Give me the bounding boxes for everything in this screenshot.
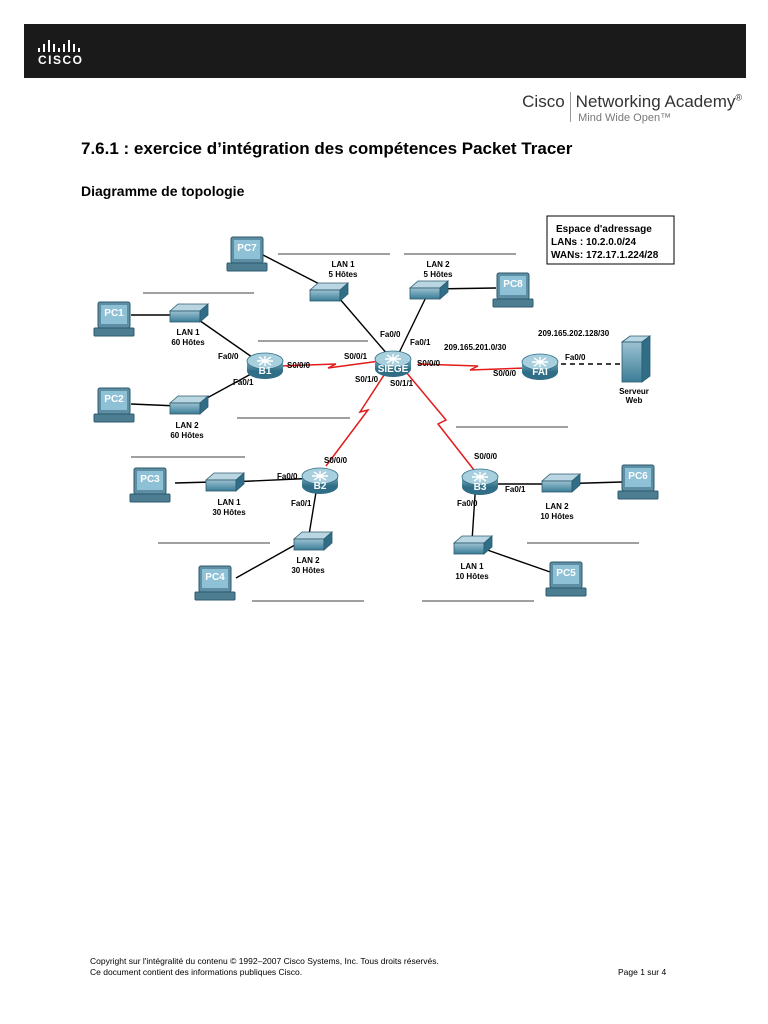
b1-lan1-hosts: 60 Hôtes: [171, 338, 205, 347]
router-b1: B1: [246, 352, 284, 380]
b2-s000-port: S0/0/0: [324, 456, 348, 465]
b2-fa01-port: Fa0/1: [291, 499, 312, 508]
router-b2: B2: [301, 467, 339, 495]
address-space-box: Espace d'adressage LANs : 10.2.0.0/24 WA…: [546, 215, 675, 265]
b2-lan1-hosts: 30 Hôtes: [212, 508, 246, 517]
switch-siege-lan1: [309, 282, 349, 302]
b1-fa01-port: Fa0/1: [233, 378, 254, 387]
pc6-computer: PC6: [617, 464, 659, 500]
pc4-label: PC4: [205, 572, 225, 583]
section-heading: Diagramme de topologie: [81, 183, 245, 199]
switch-siege-lan2: [409, 280, 449, 300]
siege-s011-port: S0/1/1: [390, 379, 414, 388]
cisco-wordmark: CISCO: [38, 53, 84, 67]
pc2-computer: PC2: [93, 387, 135, 423]
blank-lines: [131, 253, 639, 602]
address-box-wans: WANs: 172.17.1.224/28: [551, 250, 659, 261]
siege-s010-port: S0/1/0: [355, 375, 379, 384]
b3-lan2-name: LAN 2: [545, 502, 569, 511]
server-label: Serveur: [619, 387, 649, 396]
b1-s000-port: S0/0/0: [287, 361, 311, 370]
document-title: 7.6.1 : exercice d’intégration des compé…: [81, 139, 573, 158]
port-labels: Fa0/0 Fa0/1 S0/0/1 S0/0/0 S0/1/0 S0/1/1 …: [218, 330, 586, 508]
pc1-computer: PC1: [93, 301, 135, 337]
pc8-computer: PC8: [492, 272, 534, 308]
switch-b2-lan1: [205, 472, 245, 492]
fai-s000-port: S0/0/0: [493, 369, 517, 378]
pc5-computer: PC5: [545, 561, 587, 597]
cisco-logo: CISCO: [38, 36, 108, 70]
siege-lan1-name: LAN 1: [331, 260, 355, 269]
b2-label: B2: [314, 481, 327, 492]
academy-tagline: Mind Wide Open™: [578, 112, 672, 124]
pc3-computer: PC3: [129, 467, 171, 503]
server-label-2: Web: [626, 396, 643, 405]
pc6-label: PC6: [628, 471, 648, 482]
pc7-label: PC7: [237, 243, 257, 254]
cisco-bars-icon: [38, 36, 88, 52]
b1-lan2-name: LAN 2: [175, 421, 199, 430]
fai-fa00-port: Fa0/0: [565, 353, 586, 362]
switch-b3-lan1: [453, 535, 493, 555]
switch-b3-lan2: [541, 473, 581, 493]
topology-diagram: PC7 PC8 PC1 PC2 PC3 PC4 PC5 PC6 B1 SIEGE…: [93, 215, 675, 602]
pc3-label: PC3: [140, 474, 160, 485]
pc4-computer: PC4: [194, 565, 236, 601]
pc8-label: PC8: [503, 279, 523, 290]
fai-label: FAI: [532, 367, 548, 378]
b3-label: B3: [474, 482, 487, 493]
b3-lan1-name: LAN 1: [460, 562, 484, 571]
b3-fa01-port: Fa0/1: [505, 485, 526, 494]
siege-s001-port: S0/0/1: [344, 352, 368, 361]
pc5-label: PC5: [556, 568, 576, 579]
b2-lan1-name: LAN 1: [217, 498, 241, 507]
ethernet-links: [130, 254, 623, 579]
b1-lan1-name: LAN 1: [176, 328, 200, 337]
b2-lan2-name: LAN 2: [296, 556, 320, 565]
router-b3: B3: [461, 468, 499, 496]
academy-mark: ®: [735, 92, 742, 103]
siege-fa01-port: Fa0/1: [410, 338, 431, 347]
b2-lan2-hosts: 30 Hôtes: [291, 566, 325, 575]
router-siege: SIEGE: [374, 350, 412, 378]
page-number: Page 1 sur 4: [618, 967, 667, 977]
header-bar: CISCO: [24, 24, 746, 78]
web-server: [620, 335, 652, 383]
b3-lan1-hosts: 10 Hôtes: [455, 572, 489, 581]
b1-label: B1: [259, 366, 272, 377]
b3-lan2-hosts: 10 Hôtes: [540, 512, 574, 521]
siege-fa00-port: Fa0/0: [380, 330, 401, 339]
router-fai: FAI: [521, 353, 559, 381]
siege-s000-port: S0/0/0: [417, 359, 441, 368]
public-notice-text: Ce document contient des informations pu…: [90, 967, 303, 977]
b3-fa00-port: Fa0/0: [457, 499, 478, 508]
siege-lan1-hosts: 5 Hôtes: [329, 270, 358, 279]
address-box-lans: LANs : 10.2.0.0/24: [551, 237, 636, 248]
b1-fa00-port: Fa0/0: [218, 352, 239, 361]
b1-lan2-hosts: 60 Hôtes: [170, 431, 204, 440]
academy-program: Networking Academy: [575, 92, 736, 111]
address-box-title: Espace d'adressage: [556, 224, 652, 235]
switch-b1-lan2: [169, 395, 209, 415]
pc7-computer: PC7: [226, 236, 268, 272]
siege-lan2-hosts: 5 Hôtes: [424, 270, 453, 279]
academy-name: Cisco: [522, 92, 565, 111]
pc2-label: PC2: [104, 394, 124, 405]
lan-labels: LAN 1 5 Hôtes LAN 2 5 Hôtes LAN 1 60 Hôt…: [170, 260, 574, 581]
fai-lan-network: 209.165.202.128/30: [538, 329, 610, 338]
b3-s000-port: S0/0/0: [474, 452, 498, 461]
serial-links: [279, 360, 527, 471]
pc1-label: PC1: [104, 308, 124, 319]
switch-b1-lan1: [169, 303, 209, 323]
academy-logo: Cisco Networking Academy® Mind Wide Open™: [522, 92, 742, 124]
switch-b2-lan2: [293, 531, 333, 551]
footer-copyright: Copyright sur l'intégralité du contenu ©…: [90, 956, 439, 978]
b2-fa00-port: Fa0/0: [277, 472, 298, 481]
copyright-text: Copyright sur l'intégralité du contenu ©…: [90, 956, 439, 966]
siege-fai-network: 209.165.201.0/30: [444, 343, 507, 352]
siege-label: SIEGE: [378, 364, 409, 375]
siege-lan2-name: LAN 2: [426, 260, 450, 269]
